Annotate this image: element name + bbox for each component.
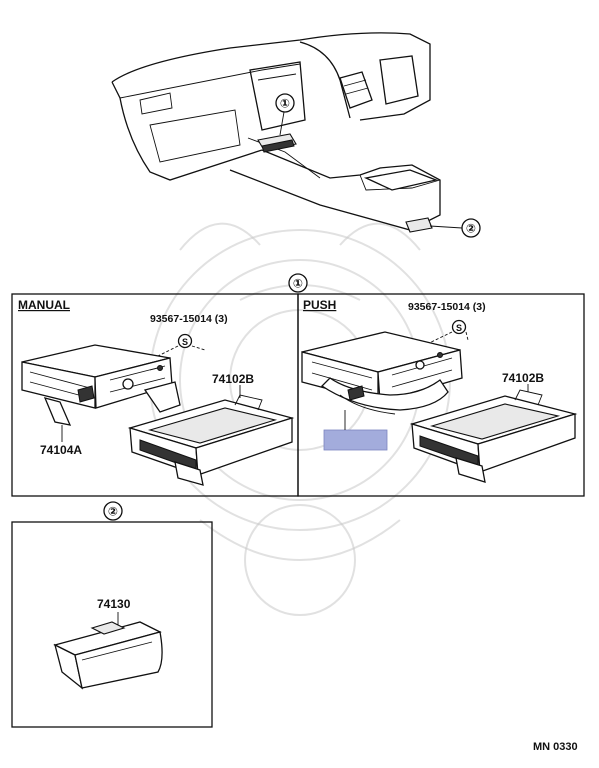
ashtray-drawing [53,621,163,690]
push-box-drawing [409,389,578,483]
panel-push: PUSH 93567-15014 (3) S [297,293,585,497]
callout-1-top: ① [275,93,295,136]
manual-bracket-drawing [21,344,181,426]
manual-fastener-symbol: S [182,337,188,347]
push-header: PUSH [303,298,336,312]
panel-two: 74130 [11,521,213,728]
push-part-box: 74102B [502,371,544,385]
push-redacted-label [323,429,388,451]
panel-manual: MANUAL 93567-15014 (3) S 74104A [11,293,299,497]
push-fastener-symbol: S [456,323,462,333]
manual-part-bracket: 74104A [40,443,82,457]
callout-2-top-text: ② [466,222,476,236]
manual-part-box: 74102B [212,372,254,386]
dashboard-console-illustration [111,32,441,233]
callout-1-section: ① [288,273,308,293]
callout-1-top-text: ① [280,97,290,111]
manual-box-drawing [127,394,295,486]
callout-1-section-text: ① [293,277,303,291]
manual-header: MANUAL [18,298,70,312]
panel-two-part: 74130 [97,597,131,611]
push-mechanism-drawing [301,331,463,415]
push-fastener-label: 93567-15014 (3) [408,301,486,313]
callout-2-section: ② [103,501,123,521]
callout-2-top: ② [429,218,481,238]
callout-2-section-text: ② [108,505,118,519]
manual-fastener-label: 93567-15014 (3) [150,313,228,325]
footer-code: MN 0330 [533,741,578,753]
